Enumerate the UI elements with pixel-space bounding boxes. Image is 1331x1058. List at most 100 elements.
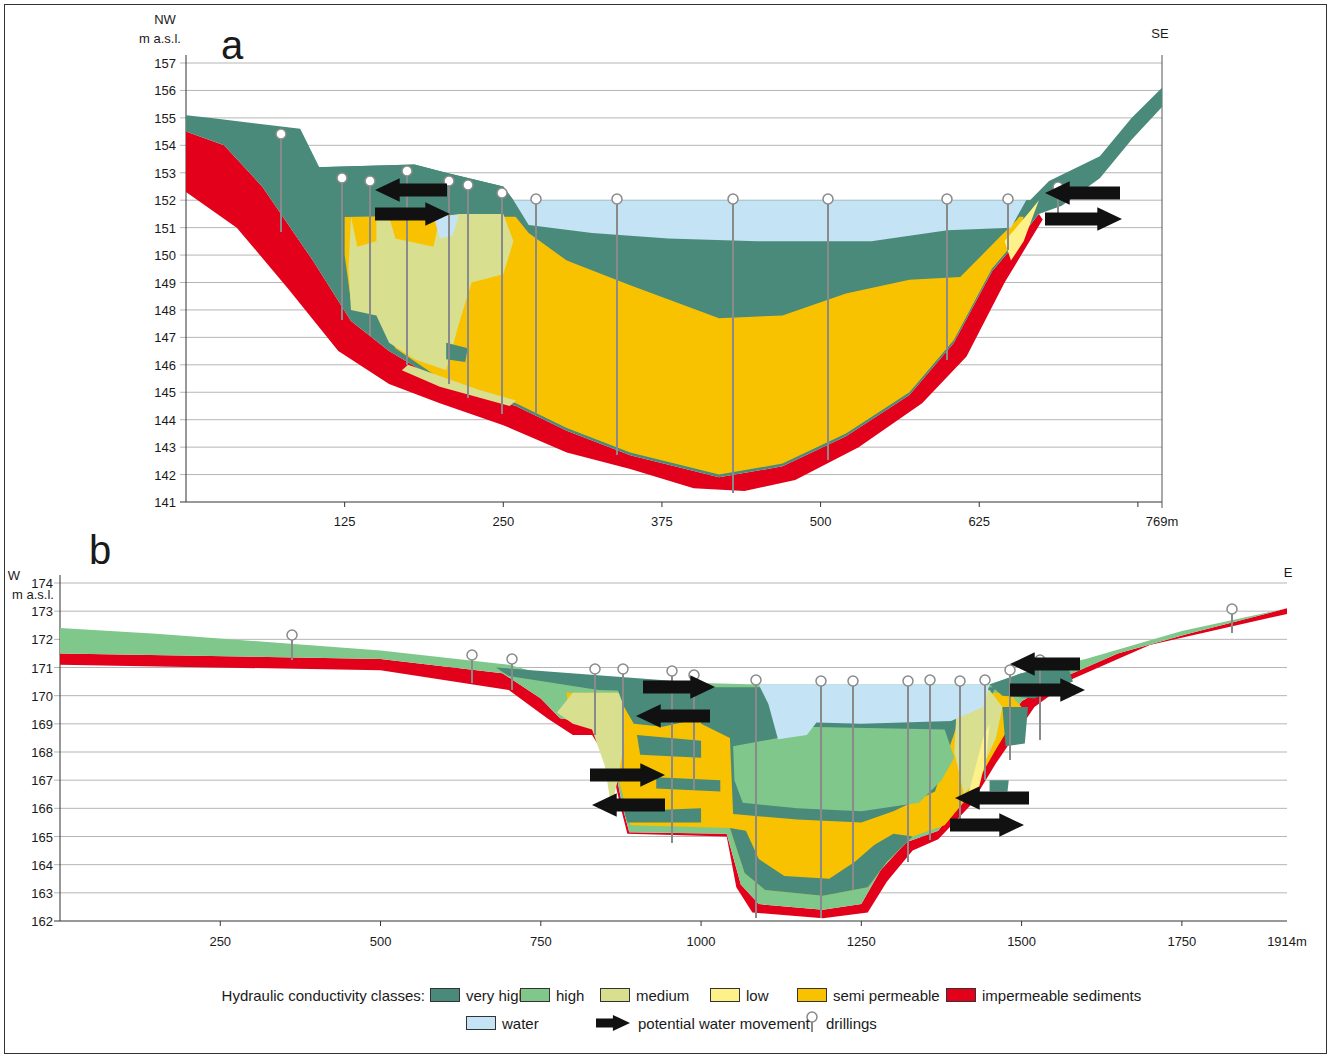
drilling-head [1003, 194, 1013, 204]
axis-label: 1914m [1267, 935, 1307, 948]
drilling-symbol [823, 194, 833, 460]
axis-label: 153 [154, 166, 176, 179]
axis-line [60, 575, 61, 921]
drilling-symbol [751, 675, 761, 918]
arrows [375, 178, 1122, 836]
legend-swatch [946, 988, 976, 1002]
axis-label: 165 [31, 830, 53, 843]
tick-mark [540, 921, 541, 926]
drilling-head [848, 676, 858, 686]
axis-label: 173 [31, 605, 53, 618]
grid-line [180, 90, 1162, 91]
grid-line [54, 836, 1287, 837]
grid-line [54, 639, 1287, 640]
drilling-symbol [463, 180, 473, 398]
axis-label: 375 [651, 515, 673, 528]
drilling-symbol [1227, 604, 1237, 633]
impermeable-layer [186, 132, 1043, 491]
high-layer [60, 608, 1287, 909]
axis-label: 143 [154, 441, 176, 454]
drilling-head [276, 129, 286, 139]
drilling-symbol [903, 676, 913, 862]
very-high-layer [186, 88, 1162, 478]
water-movement-arrow [590, 763, 665, 786]
drilling-line [448, 186, 450, 384]
water-movement-arrow [1010, 678, 1085, 701]
drilling-head [942, 194, 952, 204]
drilling-head [287, 630, 297, 640]
water-movement-arrow [375, 178, 447, 201]
high-layer [733, 727, 954, 812]
tick-mark [1181, 921, 1182, 926]
axis-label: 1000 [687, 935, 716, 948]
axis-label: 150 [154, 249, 176, 262]
legend-text: drillings [826, 1016, 877, 1031]
axis-label: 154 [154, 139, 176, 152]
tick-mark [344, 502, 345, 507]
grid-line [54, 611, 1287, 612]
drilling-head [463, 180, 473, 190]
axis-label: 164 [31, 858, 53, 871]
drilling-head [955, 676, 965, 686]
axis-label: 168 [31, 746, 53, 759]
axis-label: 141 [154, 496, 176, 509]
water-movement-arrow [592, 793, 665, 816]
very-high-layer [1002, 707, 1028, 746]
drilling-line [341, 183, 343, 320]
tick-mark [861, 921, 862, 926]
drilling-line [907, 686, 909, 862]
legend-text: impermeable sediments [982, 988, 1141, 1003]
legend-swatch [797, 988, 827, 1002]
axis-label: 147 [154, 331, 176, 344]
tick-mark [1137, 502, 1138, 507]
tick-mark [503, 502, 504, 507]
legend-text: water [502, 1016, 539, 1031]
drilling-head [823, 194, 833, 204]
drilling-line [811, 1022, 813, 1032]
water-movement-arrow [636, 704, 710, 727]
drilling-line [946, 204, 948, 360]
axis-label: 167 [31, 774, 53, 787]
drilling-line [984, 685, 986, 780]
drilling-symbol [612, 194, 622, 455]
drilling-symbol [365, 176, 375, 336]
drilling-line [1007, 204, 1009, 250]
axis-label: SE [1151, 27, 1168, 40]
axis-label: 625 [968, 515, 990, 528]
semi-permeable-layer [351, 217, 376, 247]
water-movement-arrow [950, 813, 1024, 836]
axis-label: 500 [810, 515, 832, 528]
axis-label: 166 [31, 802, 53, 815]
drilling-symbol [276, 129, 286, 232]
drilling-symbol [1005, 665, 1015, 760]
very-high-layer [637, 735, 701, 758]
legend-swatch [430, 988, 460, 1002]
drilling-head [1005, 665, 1015, 675]
axis-label: 170 [31, 689, 53, 702]
drilling-symbol [467, 650, 477, 683]
grid-line [180, 63, 1162, 64]
drilling-head [925, 675, 935, 685]
axis-label: 142 [154, 468, 176, 481]
axis-label: 156 [154, 84, 176, 97]
axis-label: 250 [209, 935, 231, 948]
drilling-symbol [848, 676, 858, 890]
drilling-symbol [590, 664, 600, 735]
drilling-symbol [497, 188, 507, 414]
grid-line [54, 864, 1287, 865]
drilling-line [471, 660, 473, 683]
water-movement-arrow [596, 1015, 630, 1031]
water-movement-arrow [375, 202, 450, 225]
water-movement-arrow [643, 675, 715, 698]
legend-text: potential water movement [638, 1016, 810, 1031]
water-body [513, 200, 1026, 241]
drilling-line [511, 664, 513, 690]
drillings [276, 129, 1237, 918]
legend-text: medium [636, 988, 689, 1003]
drilling-head [337, 173, 347, 183]
axis-label: 145 [154, 386, 176, 399]
drilling-symbol [531, 194, 541, 414]
drilling-head [618, 664, 628, 674]
very-high-layer [656, 777, 720, 791]
